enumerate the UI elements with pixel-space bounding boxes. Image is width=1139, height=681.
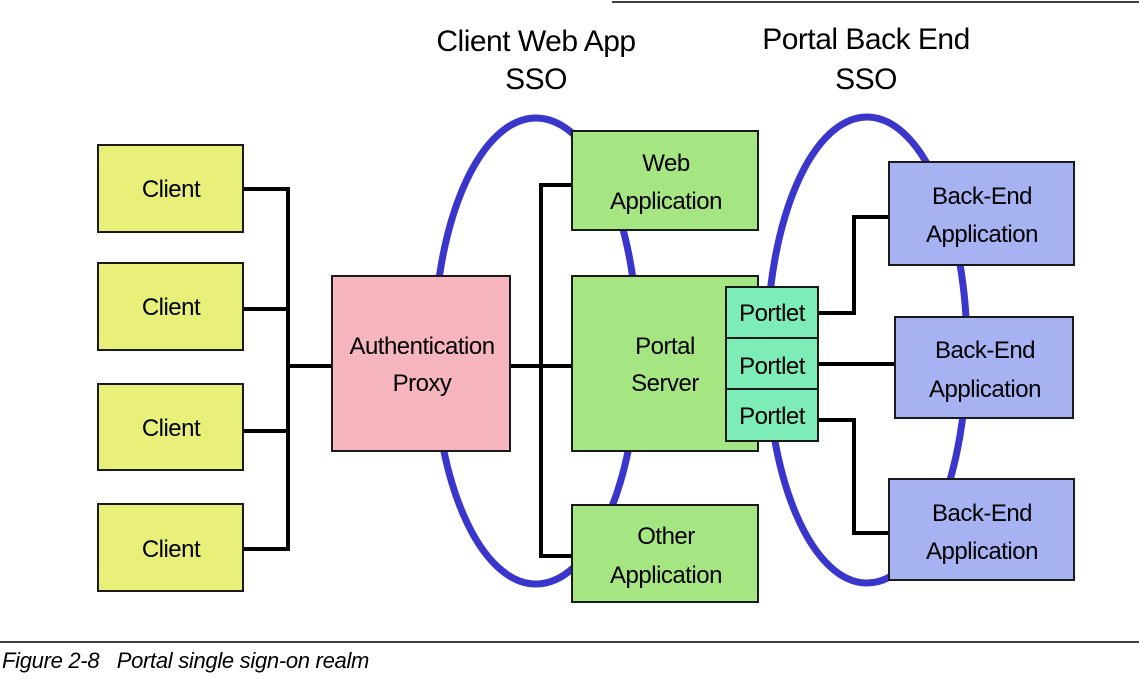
other-application-label-line2: Application xyxy=(610,562,722,589)
other-application-label-line1: Other xyxy=(637,523,695,550)
client-label: Client xyxy=(142,176,201,203)
client-box-2: Client xyxy=(97,262,244,351)
portal-back-end-heading-line1: Portal Back End xyxy=(762,23,970,56)
portlet-box-2: Portlet xyxy=(725,337,819,390)
portal-server-label-line2: Server xyxy=(631,370,699,397)
client-box-4: Client xyxy=(97,503,244,592)
back-end-label-line2: Application xyxy=(926,538,1038,565)
proxy-label-line2: Proxy xyxy=(393,370,452,397)
client-web-app-heading-line2: SSO xyxy=(505,63,567,96)
back-end-label-line1: Back-End xyxy=(932,500,1032,527)
portlet-label: Portlet xyxy=(739,353,806,380)
client-box-3: Client xyxy=(97,383,244,471)
portlet-box-3: Portlet xyxy=(725,388,819,442)
portlet-label: Portlet xyxy=(739,300,806,327)
client-label: Client xyxy=(142,294,201,321)
figure-caption: Figure 2-8 Portal single sign-on realm xyxy=(2,648,370,673)
proxy-wires xyxy=(508,183,574,558)
back-end-label-line2: Application xyxy=(926,221,1038,248)
client-web-app-heading-line1: Client Web App xyxy=(436,25,635,58)
back-end-application-box-1: Back-End Application xyxy=(888,161,1075,266)
portal-server-label-line1: Portal xyxy=(635,333,695,360)
portlet-label: Portlet xyxy=(739,403,806,430)
web-application-label-line1: Web xyxy=(642,150,690,177)
back-end-application-box-3: Back-End Application xyxy=(888,478,1075,581)
proxy-label-line1: Authentication xyxy=(349,333,494,360)
back-end-application-box-2: Back-End Application xyxy=(894,316,1074,419)
back-end-label-line1: Back-End xyxy=(935,337,1035,364)
other-application-box: Other Application xyxy=(571,504,759,603)
portal-back-end-heading-line2: SSO xyxy=(835,63,897,96)
portlet-box-1: Portlet xyxy=(725,286,819,339)
client-label: Client xyxy=(142,536,201,563)
client-label: Client xyxy=(142,415,201,442)
portlet-wires xyxy=(816,215,897,535)
client-wires xyxy=(241,187,334,551)
web-application-label-line2: Application xyxy=(610,188,722,215)
back-end-label-line2: Application xyxy=(929,376,1041,403)
authentication-proxy-box: Authentication Proxy xyxy=(331,275,511,452)
client-box-1: Client xyxy=(97,144,244,233)
web-application-box: Web Application xyxy=(571,130,759,231)
back-end-label-line1: Back-End xyxy=(932,183,1032,210)
